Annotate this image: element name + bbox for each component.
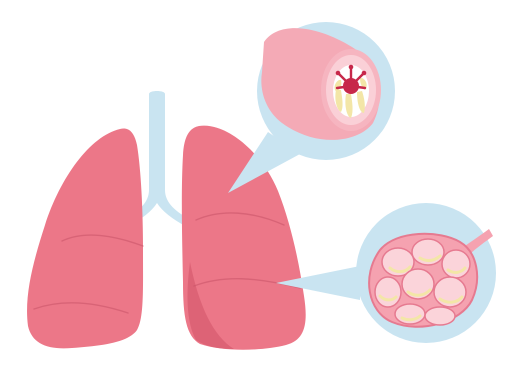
alveoli-callout — [276, 203, 496, 343]
left-lung-icon — [27, 129, 143, 349]
airway-callout — [228, 22, 395, 193]
